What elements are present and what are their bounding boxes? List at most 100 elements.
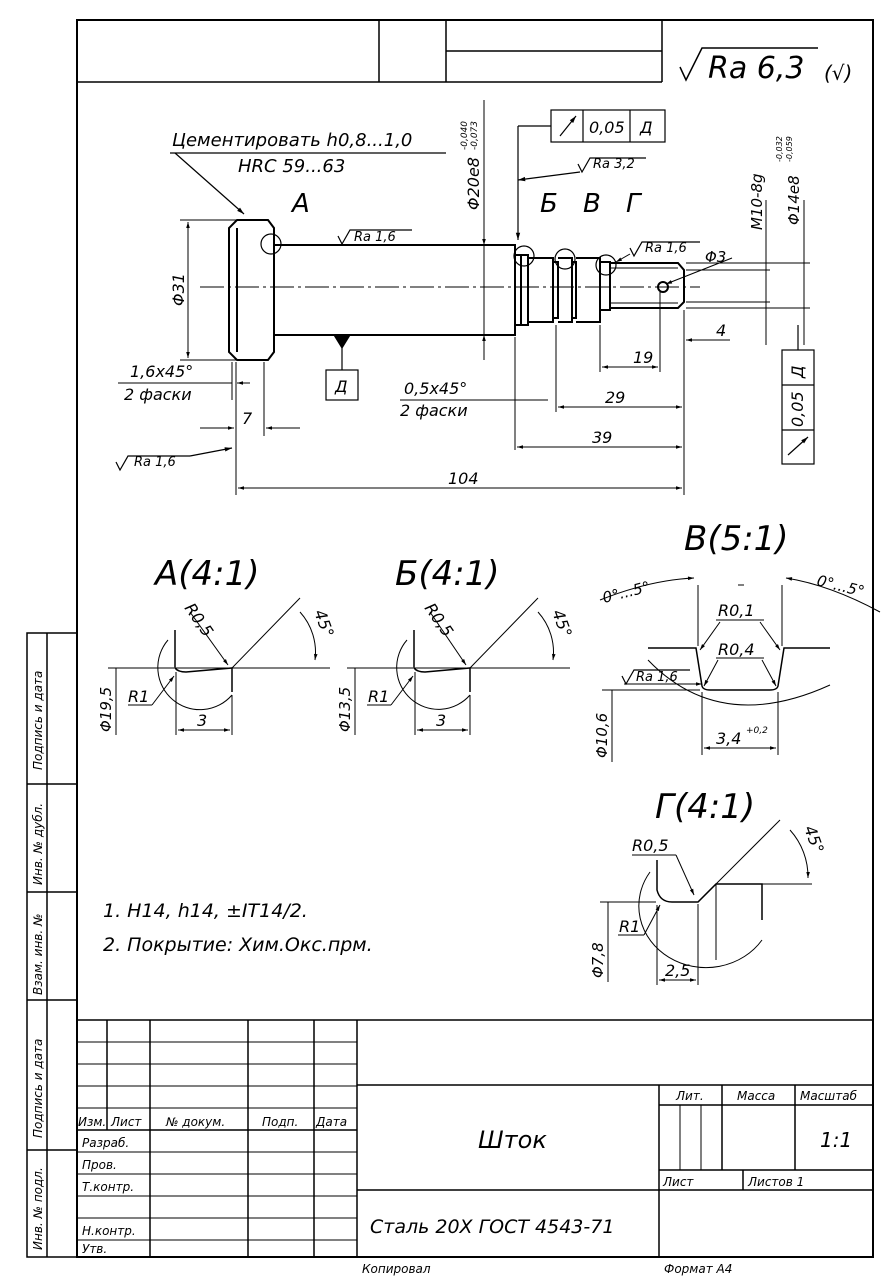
detail-v-r1: R0,1 xyxy=(718,601,755,620)
tb-sheet: Лист xyxy=(662,1175,694,1189)
detail-g-r2: R1 xyxy=(619,917,640,936)
detail-b-profile xyxy=(347,597,570,735)
ra-mid: Ra 3,2 xyxy=(593,157,635,172)
detail-v-title: В(5:1) xyxy=(684,519,789,559)
tol-top-datum: Д xyxy=(639,118,653,137)
detail-v-angle-left: 0°...5° xyxy=(601,578,652,607)
top-stamp xyxy=(77,20,663,83)
dim-dia-head-lines xyxy=(180,219,236,361)
detail-callouts xyxy=(260,233,617,276)
dim-4: 4 xyxy=(716,321,726,340)
ra-end-leader xyxy=(615,253,631,263)
detail-v-width-tol: +0,2 xyxy=(746,726,768,736)
tol-side-value: 0,05 xyxy=(788,391,807,427)
detail-a-angle: 45° xyxy=(310,607,338,640)
datum-label: Д xyxy=(334,377,348,396)
detail-v-width: 3,4 xyxy=(716,729,741,748)
detail-v-ra: Ra 1,6 xyxy=(636,670,678,685)
general-roughness-symbol xyxy=(679,47,818,82)
dim-dia-main: Φ20e8 xyxy=(464,157,483,210)
detail-g-angle: 45° xyxy=(800,823,828,856)
dim-dia-main-tol-upper: -0,040 xyxy=(460,121,470,150)
tb-podp: Подп. xyxy=(262,1115,298,1129)
side-stamp xyxy=(26,632,78,1258)
chamfer2-line2: 2 фаски xyxy=(400,401,468,420)
dim-dia-end: Φ14e8 xyxy=(785,175,803,225)
tb-role-utv: Утв. xyxy=(82,1242,107,1256)
label-v: В xyxy=(583,189,601,219)
chamfer1-line1: 1,6x45° xyxy=(130,362,193,381)
tb-sheets: Листов 1 xyxy=(747,1175,804,1189)
detail-a-width: 3 xyxy=(197,711,207,730)
dim-end-lines xyxy=(686,200,810,345)
side-stamp-4: Подпись и дата xyxy=(31,1039,45,1138)
dim-29: 29 xyxy=(605,388,625,407)
detail-a-r1: R0,5 xyxy=(181,599,218,640)
detail-g-r1: R0,5 xyxy=(632,836,669,855)
datum-symbol xyxy=(325,334,359,401)
tb-role-prov: Пров. xyxy=(82,1158,117,1172)
cementation-note-line2: HRC 59...63 xyxy=(238,156,345,177)
dim-dia-end-tol-lower: -0,059 xyxy=(785,136,794,162)
note-2: 2. Покрытие: Хим.Окс.прм. xyxy=(103,934,373,956)
chamfer2-line1: 0,5x45° xyxy=(404,379,467,398)
detail-v-r2: R0,4 xyxy=(718,640,755,659)
tb-role-nkontr: Н.контр. xyxy=(82,1224,136,1238)
detail-a-profile xyxy=(108,597,330,735)
dim-dia-end-tol-upper: -0,032 xyxy=(775,136,784,162)
tb-role-tkontr: Т.контр. xyxy=(82,1180,134,1194)
tb-izm: Изм. xyxy=(78,1115,106,1129)
dim-dia-head: Φ31 xyxy=(169,273,188,306)
detail-b-r1: R0,5 xyxy=(421,599,458,640)
hole-dia: Φ3 xyxy=(705,248,726,266)
footer-copied: Копировал xyxy=(362,1262,431,1276)
detail-v-profile xyxy=(599,576,881,762)
label-a: А xyxy=(290,189,310,219)
hole-leader xyxy=(665,257,733,285)
detail-g-dia: Φ7,8 xyxy=(589,942,607,978)
tb-scale: 1:1 xyxy=(820,1128,852,1152)
detail-b-r2: R1 xyxy=(368,687,389,706)
tb-role-razrab: Разраб. xyxy=(82,1136,129,1150)
footer-format: Формат А4 xyxy=(664,1262,732,1276)
note-leader xyxy=(170,152,446,215)
tol-side-datum: Д xyxy=(788,366,807,380)
tb-data: Дата xyxy=(315,1115,347,1129)
tb-doc: № докум. xyxy=(165,1115,225,1129)
ra-end-symbol xyxy=(629,241,700,258)
detail-b-dia: Φ13,5 xyxy=(336,687,354,732)
tol-frame-side xyxy=(781,325,815,465)
detail-b-angle: 45° xyxy=(548,607,576,640)
ra-face-symbol xyxy=(115,447,233,472)
dim-7: 7 xyxy=(242,409,253,428)
ra-shaft: Ra 1,6 xyxy=(354,230,396,245)
detail-v-dia: Φ10,6 xyxy=(593,713,611,758)
tb-name: Шток xyxy=(478,1126,547,1154)
length-dim-lines xyxy=(200,292,730,495)
dim-dia-main-tol-lower: -0,073 xyxy=(470,121,480,150)
tb-lit: Лит. xyxy=(675,1089,704,1103)
title-block xyxy=(77,1019,873,1257)
detail-a-dia: Φ19,5 xyxy=(97,687,115,732)
side-stamp-3: Взам. инв. № xyxy=(31,914,45,995)
tol-top-value: 0,05 xyxy=(589,118,625,137)
ra-end: Ra 1,6 xyxy=(645,241,687,256)
detail-g-profile xyxy=(600,819,812,985)
chamfer1-line2: 2 фаски xyxy=(124,385,192,404)
tb-massa: Масса xyxy=(737,1089,775,1103)
detail-a-title: А(4:1) xyxy=(153,554,260,594)
cementation-note-line1: Цементировать h0,8...1,0 xyxy=(172,130,412,151)
shaft-outline xyxy=(228,219,685,361)
ra-face: Ra 1,6 xyxy=(134,455,176,470)
detail-g-title: Г(4:1) xyxy=(655,787,755,827)
label-g: Г xyxy=(626,189,643,219)
tol-frame-top xyxy=(515,109,666,240)
tb-masshtab: Масштаб xyxy=(800,1089,858,1103)
dim-thread: M10-8g xyxy=(748,173,766,230)
detail-g-width: 2,5 xyxy=(665,961,690,980)
detail-b-width: 3 xyxy=(436,711,446,730)
roughness-check: (√) xyxy=(824,61,852,85)
ra-mid-symbol xyxy=(517,157,646,182)
detail-b-title: Б(4:1) xyxy=(395,554,500,594)
ra-shaft-symbol xyxy=(337,229,412,246)
